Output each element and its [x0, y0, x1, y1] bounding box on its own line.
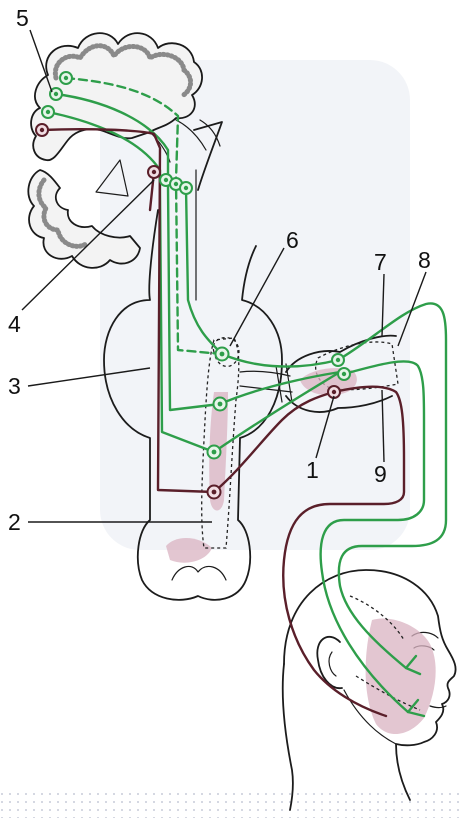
dotted-band — [0, 790, 463, 818]
head-profile — [283, 570, 456, 810]
callout-2: 2 — [8, 509, 21, 535]
callout-1: 1 — [306, 457, 319, 483]
face-stipple — [366, 618, 436, 734]
callout-5: 5 — [16, 5, 29, 31]
callout-4: 4 — [8, 311, 21, 337]
callout-3: 3 — [8, 373, 21, 399]
callout-6: 6 — [286, 227, 299, 253]
callout-7: 7 — [374, 249, 387, 275]
callout-8: 8 — [418, 247, 431, 273]
callout-9: 9 — [374, 461, 387, 487]
